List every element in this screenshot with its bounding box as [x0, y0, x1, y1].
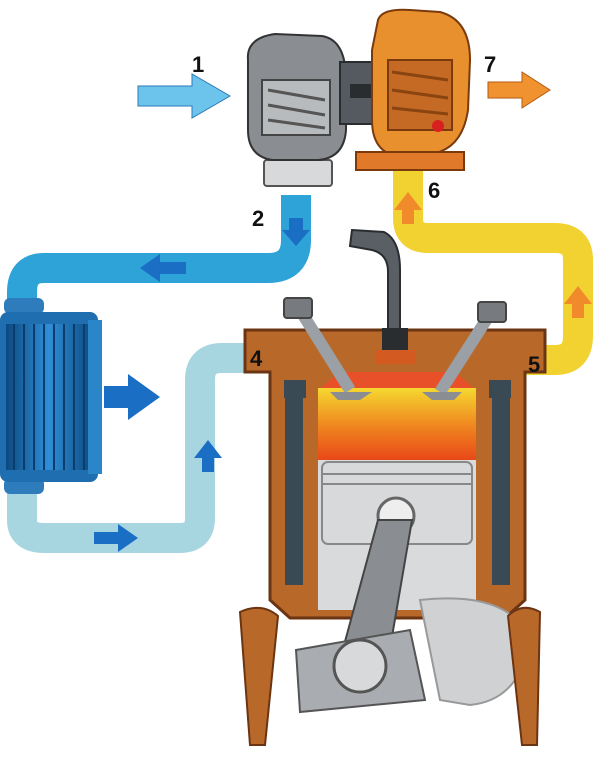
label-4: 4: [250, 346, 263, 371]
intake-air-arrow: [137, 73, 231, 119]
compressor: [246, 32, 347, 187]
cooled-air-pipe: [7, 343, 330, 553]
exhaust-valve: [422, 301, 507, 400]
engine-block: [238, 228, 547, 746]
exhaust-pipe: [393, 170, 593, 375]
label-1: 1: [192, 52, 204, 77]
flow-arrow-left: [140, 254, 186, 282]
flow-arrow-right-bottom: [94, 524, 138, 552]
flow-arrow-up-exhaust-right: [564, 286, 592, 318]
turbine: [355, 8, 472, 171]
label-7: 7: [484, 52, 496, 77]
intercooler: [0, 298, 102, 494]
label-6: 6: [428, 178, 440, 203]
intake-valve: [283, 297, 372, 400]
label-5: 5: [528, 352, 540, 377]
flow-arrow-down: [282, 218, 310, 246]
flow-arrow-right: [104, 374, 160, 420]
exhaust-out-arrow: [487, 71, 551, 109]
turbocharger: [246, 8, 472, 187]
flow-arrow-up: [194, 440, 222, 472]
label-2: 2: [252, 206, 264, 231]
flow-arrow-up-exhaust: [394, 192, 422, 224]
